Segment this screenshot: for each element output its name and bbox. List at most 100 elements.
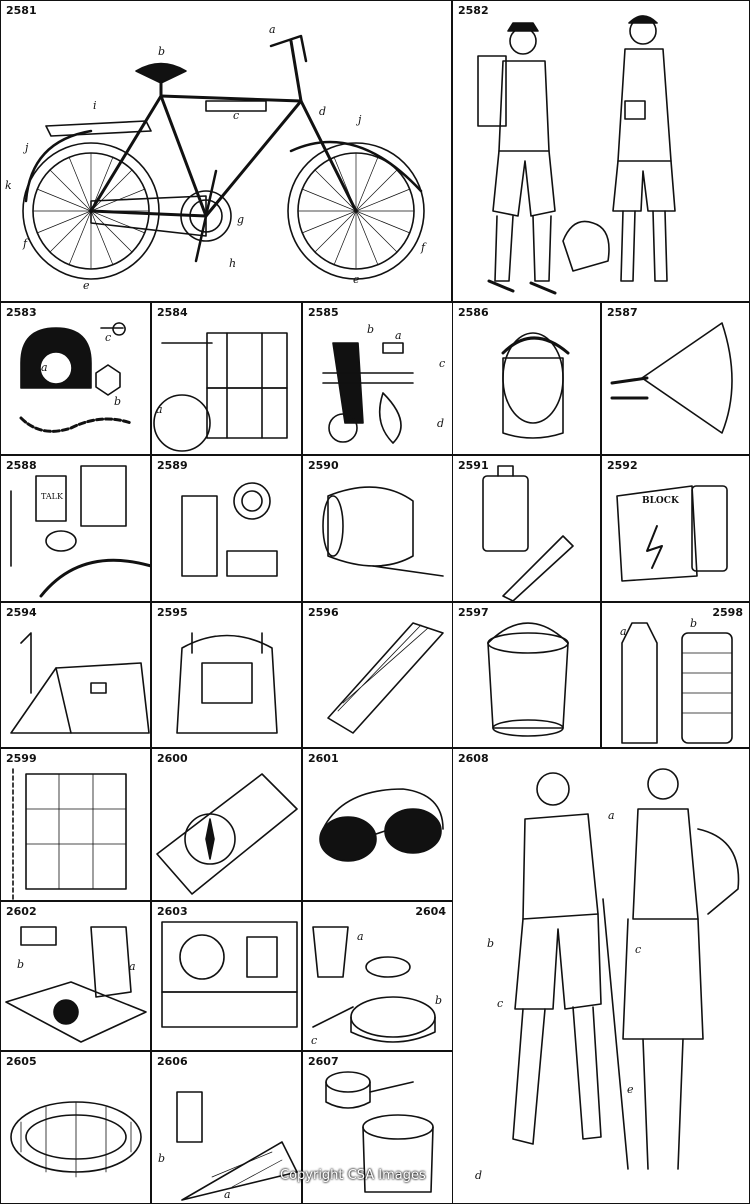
plate-number: 2608 bbox=[458, 752, 489, 765]
part-label: c bbox=[311, 1034, 318, 1047]
plate-number: 2600 bbox=[157, 752, 188, 765]
plate-number: 2599 bbox=[6, 752, 37, 765]
picnic-case-illustration bbox=[161, 921, 298, 1028]
part-label: e bbox=[353, 273, 360, 286]
plate-number: 2591 bbox=[458, 459, 489, 472]
part-label: b bbox=[158, 45, 166, 58]
plate-number: 2605 bbox=[6, 1055, 37, 1068]
sleeping-bag-illustration bbox=[327, 622, 444, 734]
part-label: a bbox=[620, 625, 627, 638]
part-label: e bbox=[83, 279, 90, 292]
plate-number: 2607 bbox=[308, 1055, 339, 1068]
part-label: j bbox=[358, 113, 362, 126]
part-label: b bbox=[367, 323, 375, 336]
panel-2586-face-shield: 2586 bbox=[452, 302, 601, 455]
part-label: a bbox=[156, 403, 163, 416]
hiker-couple-illustration bbox=[477, 15, 676, 295]
plate-number: 2594 bbox=[6, 606, 37, 619]
item-text: BLOCK bbox=[642, 496, 679, 506]
copyright-watermark: Copyright CSA Images bbox=[280, 1168, 426, 1183]
part-label: c bbox=[105, 331, 112, 344]
plate-number: 2601 bbox=[308, 752, 339, 765]
lock-chain-illustration bbox=[19, 322, 133, 433]
panel-2590-headlamp: 2590 bbox=[302, 455, 453, 602]
part-label: i bbox=[93, 99, 97, 112]
plate-number: 2584 bbox=[157, 306, 188, 319]
part-label: d bbox=[319, 105, 327, 118]
panel-2583-lock-chain: 2583 a b c bbox=[0, 302, 151, 455]
part-label: d bbox=[475, 1169, 483, 1182]
map-case-illustration bbox=[12, 768, 127, 900]
thermos-illustration bbox=[621, 622, 733, 744]
batteries-illustration bbox=[616, 485, 728, 582]
part-label: g bbox=[237, 213, 245, 226]
panel-2591-flask-torch: 2591 bbox=[452, 455, 601, 602]
panel-2597-bucket: 2597 bbox=[452, 602, 601, 748]
part-label: a bbox=[608, 809, 615, 822]
headlamp-illustration bbox=[322, 486, 444, 577]
panel-2585-tools: 2585 a b c d bbox=[302, 302, 453, 455]
tent-illustration bbox=[10, 632, 150, 734]
plate-number: 2581 bbox=[6, 4, 37, 17]
plate-number: 2583 bbox=[6, 306, 37, 319]
bucket-illustration bbox=[487, 622, 569, 737]
camp-stove-illustration bbox=[5, 926, 147, 1043]
panel-2607-cook-pot: 2607 bbox=[302, 1051, 453, 1204]
part-label: c bbox=[497, 997, 504, 1010]
repair-kit-illustration bbox=[10, 465, 150, 598]
plate-number: 2587 bbox=[607, 306, 638, 319]
part-label: f bbox=[23, 237, 28, 250]
part-label: h bbox=[229, 257, 237, 270]
plate-number: 2602 bbox=[6, 905, 37, 918]
insect-net-illustration bbox=[176, 1091, 298, 1201]
plate-number: 2597 bbox=[458, 606, 489, 619]
part-label: a bbox=[395, 329, 402, 342]
part-label: a bbox=[224, 1188, 231, 1201]
panel-2594-tent: 2594 bbox=[0, 602, 151, 748]
panel-2581-bicycle: 2581 bbox=[0, 0, 452, 302]
part-label: c bbox=[635, 943, 642, 956]
panel-2598-thermos: 2598 a b bbox=[601, 602, 750, 748]
part-label: b bbox=[435, 994, 443, 1007]
panel-2587-fan-fender: 2587 bbox=[601, 302, 750, 455]
part-label: b bbox=[690, 617, 698, 630]
panel-2600-compass: 2600 bbox=[151, 748, 302, 901]
compass-illustration bbox=[156, 773, 298, 895]
part-label: a bbox=[357, 930, 364, 943]
panel-2604-cups: 2604 a b c bbox=[302, 901, 453, 1051]
panel-2589-dynamo: 2589 bbox=[151, 455, 302, 602]
hiking-pair-illustration bbox=[512, 768, 740, 1170]
panel-2606-net: 2606 b a bbox=[151, 1051, 302, 1204]
saddlebag-illustration bbox=[153, 332, 288, 452]
plate-number: 2606 bbox=[157, 1055, 188, 1068]
part-label: a bbox=[129, 960, 136, 973]
sunglasses-illustration bbox=[319, 788, 444, 862]
panel-2595-rucksack: 2595 bbox=[151, 602, 302, 748]
cups-containers-illustration bbox=[312, 926, 436, 1043]
plate-number: 2598 bbox=[712, 606, 743, 619]
panel-2582-hikers: 2582 bbox=[452, 0, 750, 302]
plate-number: 2585 bbox=[308, 306, 339, 319]
panel-2584-saddlebag: 2584 a bbox=[151, 302, 302, 455]
panel-2605-belt: 2605 bbox=[0, 1051, 151, 1204]
part-label: j bbox=[25, 141, 29, 154]
cook-pot-illustration bbox=[325, 1071, 434, 1193]
plate-number: 2590 bbox=[308, 459, 339, 472]
fan-fender-illustration bbox=[610, 322, 733, 434]
panel-2599-map-case: 2599 bbox=[0, 748, 151, 901]
part-label: a bbox=[41, 361, 48, 374]
part-label: b bbox=[114, 395, 122, 408]
part-label: b bbox=[158, 1152, 166, 1165]
plate-number: 2586 bbox=[458, 306, 489, 319]
panel-2601-sunglasses: 2601 bbox=[302, 748, 453, 901]
part-label: d bbox=[437, 417, 445, 430]
rucksack-illustration bbox=[176, 632, 278, 734]
dynamo-illustration bbox=[181, 482, 278, 577]
item-text: TALK bbox=[41, 492, 63, 501]
panel-2592-batteries: 2592 BLOCK bbox=[601, 455, 750, 602]
panel-2608-hiking-pair: 2608 a b c c d e bbox=[452, 748, 750, 1204]
part-label: k bbox=[5, 179, 12, 192]
part-label: b bbox=[487, 937, 495, 950]
plate-number: 2603 bbox=[157, 905, 188, 918]
